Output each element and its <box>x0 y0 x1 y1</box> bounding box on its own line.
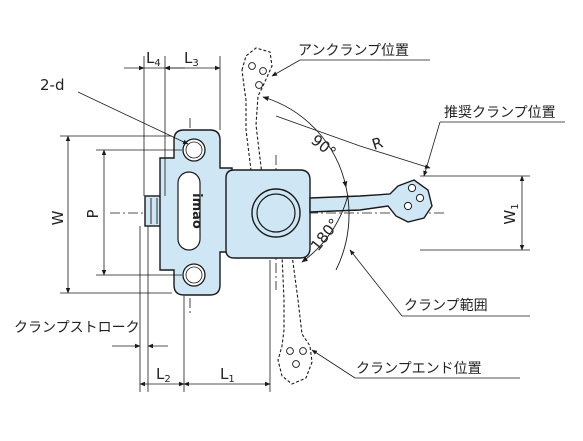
clamp-body <box>144 129 311 296</box>
angle-180-arc <box>301 194 349 263</box>
clamp-arm <box>309 179 433 223</box>
dim-l3-label: L3 <box>184 49 199 69</box>
label-hole-count: 2-d <box>40 76 64 94</box>
clamp-range-arc <box>335 186 350 271</box>
brand-logo: imao <box>189 193 204 229</box>
dim-w1-label: W1 <box>501 203 521 224</box>
dim-p-label: P <box>84 209 102 218</box>
label-clamp-stroke: クランプストローク <box>14 320 140 336</box>
logo-plate <box>177 171 201 251</box>
label-clamp-range: クランプ範囲 <box>404 297 488 314</box>
unclamp-ghost-arm <box>241 47 273 191</box>
leader-2d <box>77 91 189 145</box>
leader-clamp-end <box>311 349 356 379</box>
dim-l4-label: L4 <box>146 49 161 69</box>
leader-unclamp <box>271 59 301 77</box>
leader-clamp-range <box>349 249 403 317</box>
dim-l2-label: L2 <box>156 365 171 385</box>
dim-r-line <box>359 145 431 169</box>
label-clamp-end-position: クランプエンド位置 <box>356 361 482 377</box>
pivot-hub-outer <box>251 188 301 238</box>
label-recommended-clamp-position: 推奨クランプ位置 <box>444 105 556 121</box>
clamp-end-ghost-arm <box>277 254 313 385</box>
dim-w-label: W <box>49 210 67 225</box>
angle-90-label: 90° <box>308 131 340 162</box>
pivot-hub-inner <box>256 193 296 233</box>
dim-r-label: R <box>370 133 385 153</box>
label-unclamp-position: アンクランプ位置 <box>298 43 409 59</box>
leader-recommended <box>423 121 441 177</box>
dim-l1-label: L1 <box>220 365 235 385</box>
